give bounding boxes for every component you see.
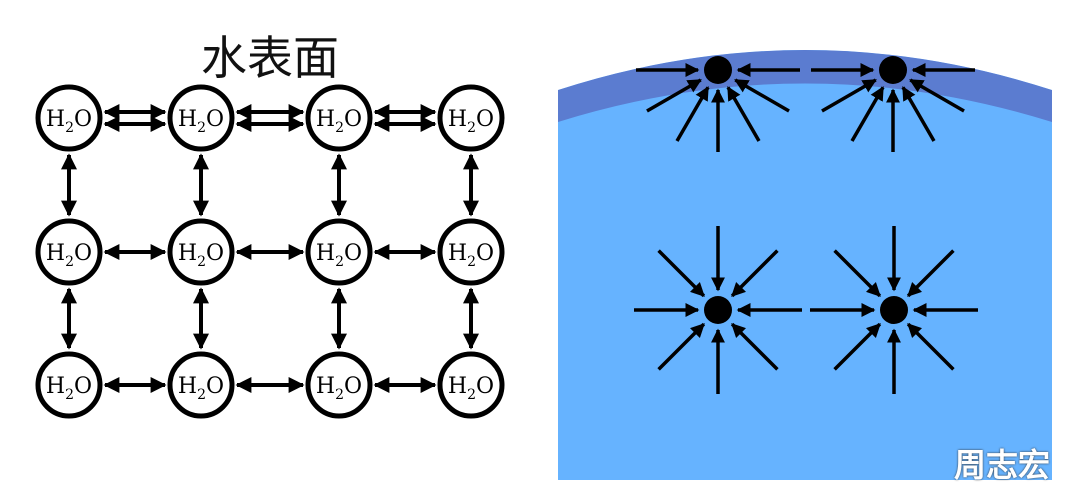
molecule-label: H2O xyxy=(316,374,362,403)
force-arrow xyxy=(850,86,885,142)
force-arrow xyxy=(646,78,702,113)
water-molecule: H2O xyxy=(437,84,505,152)
surface-molecule xyxy=(879,56,907,84)
molecule-label: H2O xyxy=(46,241,92,270)
water-molecule: H2O xyxy=(305,84,373,152)
molecule-label: H2O xyxy=(46,107,92,136)
force-arrow xyxy=(821,78,877,113)
force-arrow xyxy=(906,249,955,298)
molecule-label: H2O xyxy=(178,241,224,270)
molecule-circle xyxy=(437,351,505,419)
molecule-circle xyxy=(437,84,505,152)
surface-molecule xyxy=(704,56,732,84)
molecule-label: H2O xyxy=(178,107,224,136)
molecule-circle xyxy=(305,84,373,152)
force-arrow xyxy=(730,249,779,298)
molecule-lattice-diagram: H2O H2O H2O H2O H2O H2O H2O H2O H2O H2O H2O H2O xyxy=(35,84,505,419)
molecule-label: H2O xyxy=(46,374,92,403)
molecule-circle xyxy=(167,84,235,152)
molecule-label: H2O xyxy=(178,374,224,403)
force-arrow xyxy=(726,86,761,142)
molecule-label: H2O xyxy=(316,107,362,136)
surface-title: 水表面 xyxy=(201,31,339,85)
molecule-circle xyxy=(35,351,103,419)
force-arrow xyxy=(906,322,955,371)
water-molecule: H2O xyxy=(35,351,103,419)
force-arrow xyxy=(734,78,790,113)
water-molecule: H2O xyxy=(167,84,235,152)
molecule-circle xyxy=(35,218,103,286)
molecule-label: H2O xyxy=(448,107,494,136)
interior-molecule xyxy=(880,296,908,324)
water-molecule: H2O xyxy=(35,84,103,152)
water-molecule: H2O xyxy=(35,218,103,286)
water-molecule: H2O xyxy=(437,351,505,419)
force-arrow xyxy=(730,322,779,371)
force-arrow xyxy=(901,86,936,142)
water-molecule: H2O xyxy=(167,351,235,419)
force-arrow xyxy=(909,78,965,113)
water-molecule: H2O xyxy=(167,218,235,286)
force-arrow xyxy=(657,249,706,298)
force-arrow xyxy=(833,322,882,371)
interior-molecule xyxy=(704,296,732,324)
water-body xyxy=(558,50,1052,480)
water-molecule: H2O xyxy=(305,351,373,419)
surface-layer xyxy=(558,50,1052,122)
molecule-circle xyxy=(167,218,235,286)
molecule-label: H2O xyxy=(316,241,362,270)
molecule-circle xyxy=(437,218,505,286)
molecule-label: H2O xyxy=(448,241,494,270)
water-molecule: H2O xyxy=(305,218,373,286)
water-molecule: H2O xyxy=(437,218,505,286)
force-arrow xyxy=(675,86,710,142)
molecule-circle xyxy=(305,218,373,286)
molecule-circle xyxy=(167,351,235,419)
force-arrow xyxy=(833,249,882,298)
molecule-circle xyxy=(305,351,373,419)
molecule-circle xyxy=(35,84,103,152)
force-arrow xyxy=(657,322,706,371)
author-watermark: 周志宏 xyxy=(954,446,1051,484)
molecule-label: H2O xyxy=(448,374,494,403)
